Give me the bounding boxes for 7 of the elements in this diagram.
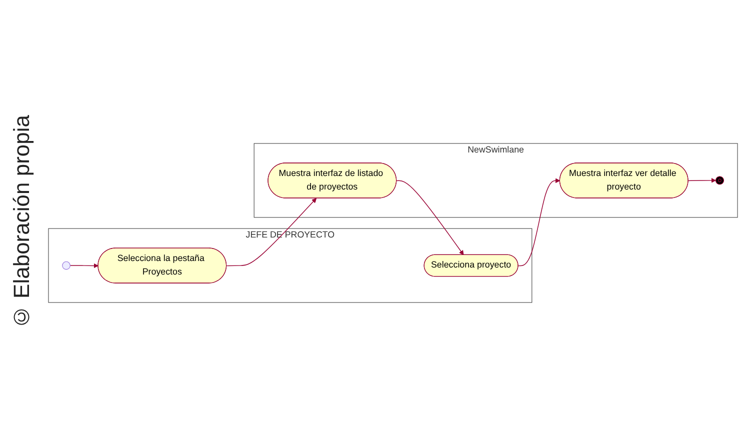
arrow — [396, 180, 464, 255]
arrow — [226, 198, 317, 266]
arrow — [688, 178, 716, 182]
arrow — [518, 178, 560, 266]
side-note: © Elaboración propia — [9, 115, 35, 330]
node-circle — [62, 260, 70, 270]
arrow — [70, 262, 98, 268]
